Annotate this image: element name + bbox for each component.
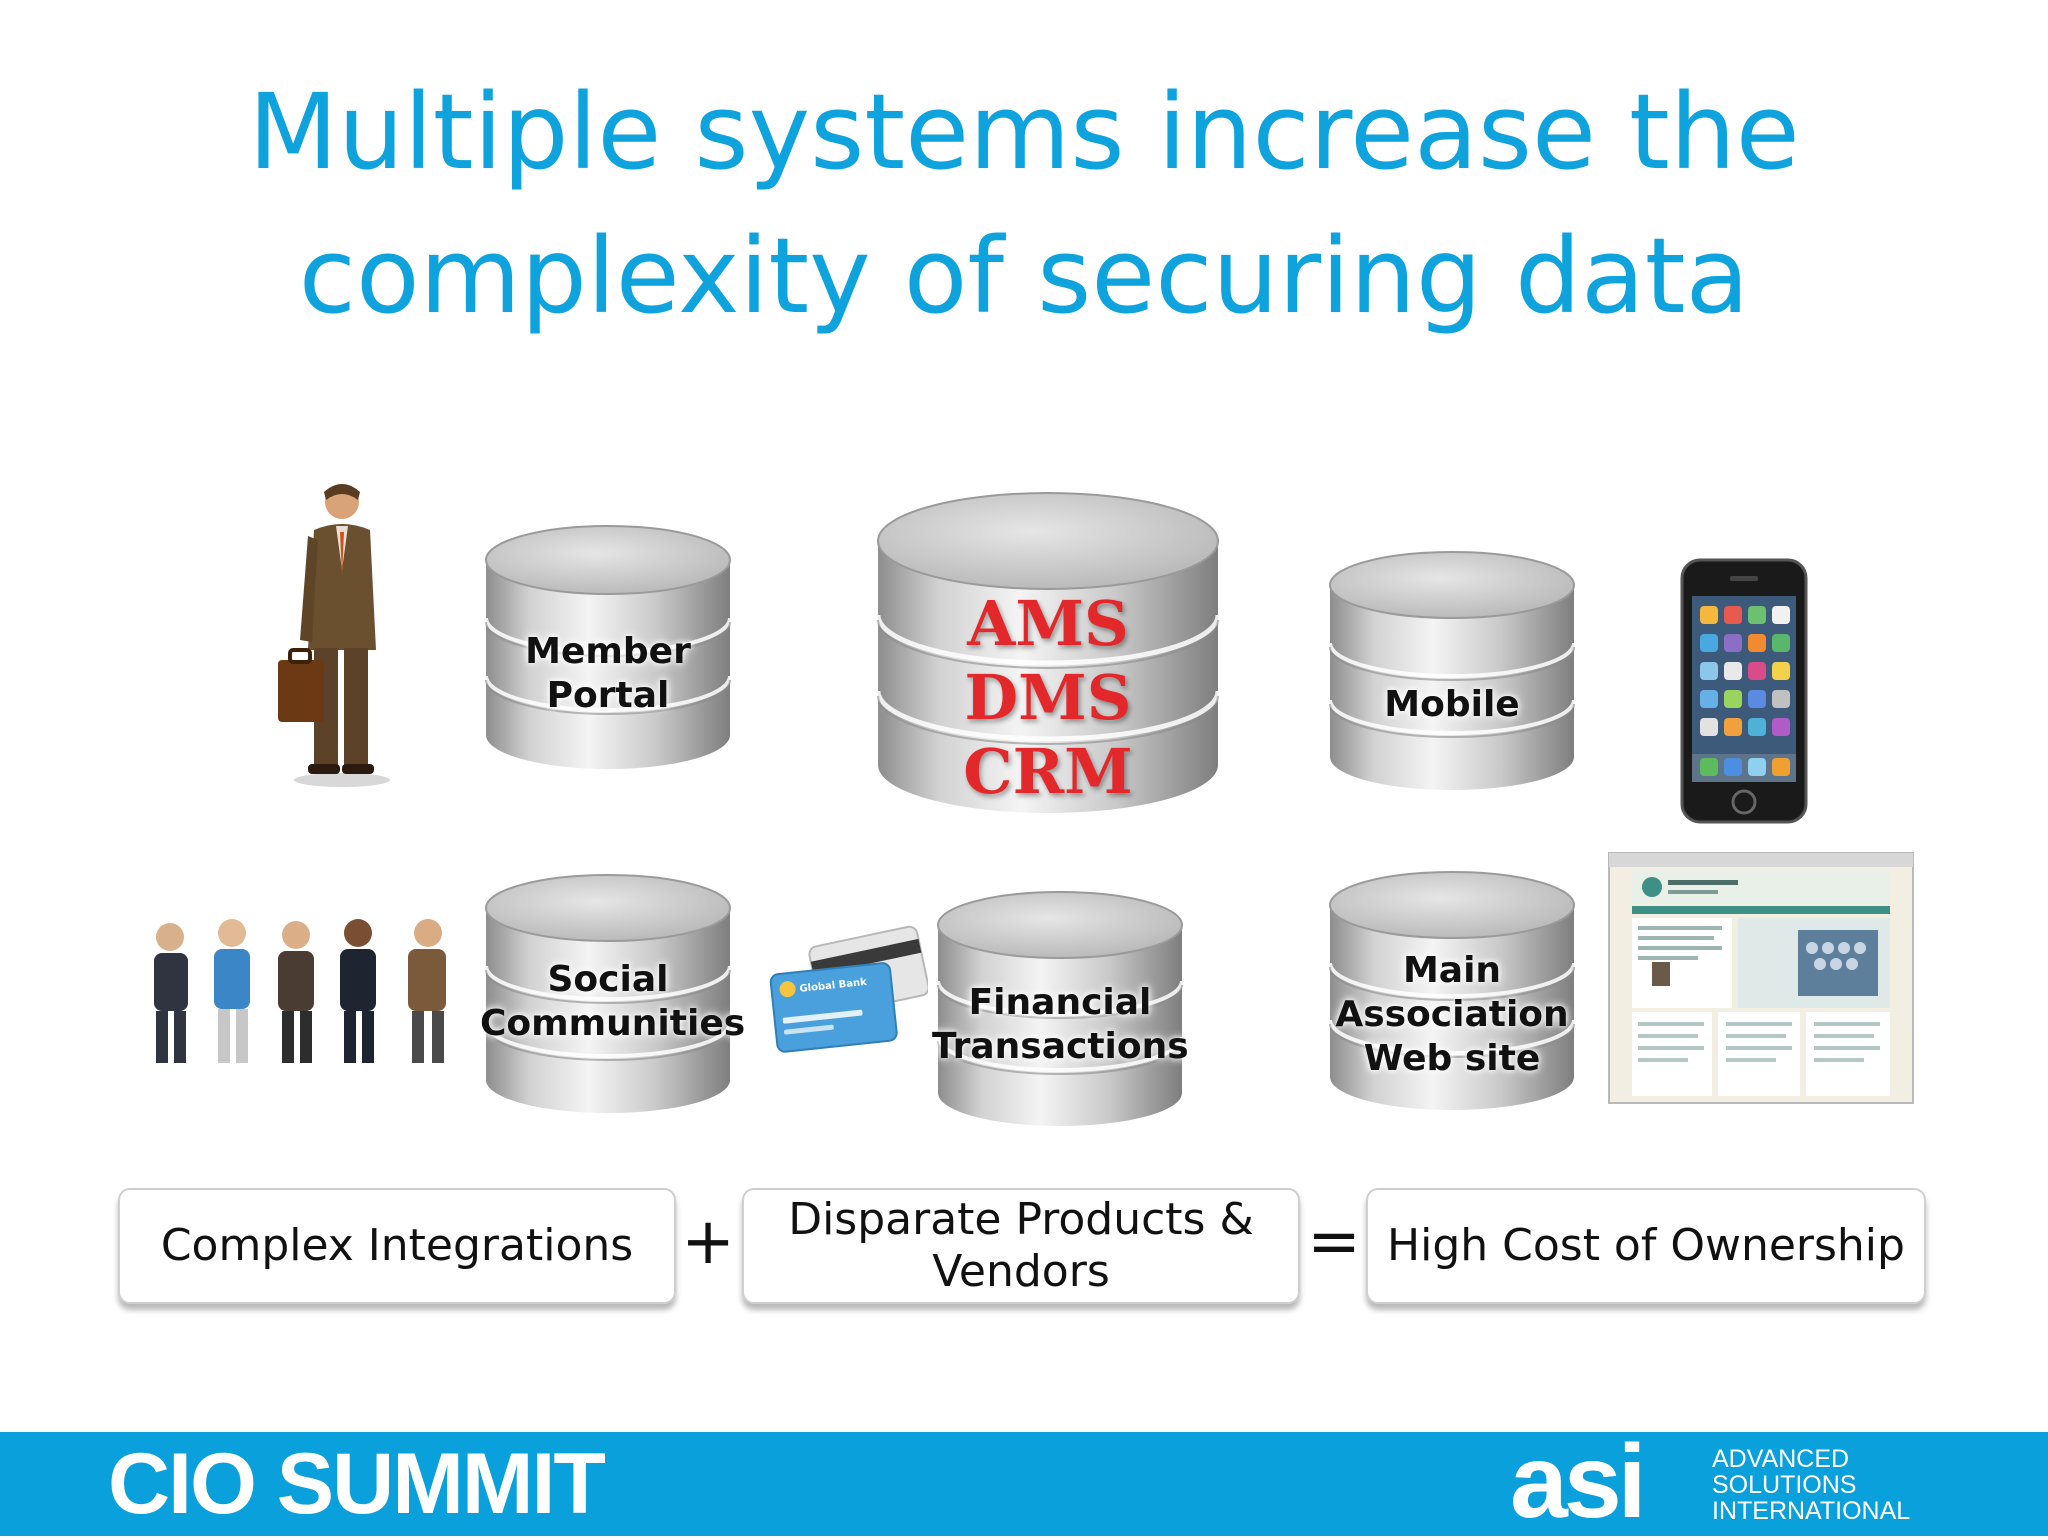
equals-sign: = [1307, 1205, 1361, 1279]
social-label-line-1: Social [547, 959, 669, 1000]
high-cost-text: High Cost of Ownership [1387, 1220, 1905, 1271]
slide-title-line-1: Multiple systems increase the [248, 71, 1800, 193]
member-portal-label-line-1: Member [525, 631, 691, 672]
smartphone-image [1680, 558, 1808, 824]
social-label-line-2: Communities [480, 1003, 746, 1044]
website-screenshot-image [1608, 852, 1914, 1104]
disparate-products-line-1: Disparate Products & [788, 1194, 1254, 1245]
complex-integrations-box: Complex Integrations [118, 1188, 676, 1304]
core-label-dms: DMS [964, 661, 1132, 734]
website-database: Main Association Web site [1324, 865, 1580, 1115]
website-label-line-1: Main [1402, 950, 1502, 991]
mobile-label: Mobile [1384, 684, 1520, 725]
disparate-products-box: Disparate Products & Vendors [742, 1188, 1300, 1304]
footer-bar: CIO SUMMIT asi ADVANCED SOLUTIONS INTERN… [0, 1424, 2048, 1540]
core-label-ams: AMS [967, 587, 1129, 660]
high-cost-box: High Cost of Ownership [1366, 1188, 1926, 1304]
website-label-line-3: Web site [1363, 1038, 1541, 1079]
plus-sign: + [681, 1205, 735, 1279]
asi-logo-mark: asi [1510, 1424, 1647, 1540]
businessman-image [272, 480, 402, 790]
financial-transactions-database: Financial Transactions [932, 885, 1189, 1130]
cio-summit-logo: CIO SUMMIT [108, 1436, 606, 1532]
ams-dms-crm-database: AMS DMS CRM [872, 485, 1224, 820]
credit-cards-image: Global Bank [768, 920, 930, 1060]
slide-title: Multiple systems increase the complexity… [0, 60, 2048, 348]
slide-title-line-2: complexity of securing data [298, 215, 1750, 337]
core-label-crm: CRM [963, 735, 1133, 808]
mobile-database: Mobile [1324, 545, 1580, 795]
logo-line-1: ADVANCED [1712, 1445, 1850, 1473]
member-portal-label-line-2: Portal [546, 675, 670, 716]
member-portal-database: Member Portal [480, 520, 736, 775]
website-label-line-2: Association [1335, 994, 1569, 1035]
waiting-people-image [142, 915, 460, 1075]
asi-logo-text: ADVANCED SOLUTIONS INTERNATIONAL [1712, 1446, 2012, 1524]
financial-label-line-1: Financial [968, 982, 1152, 1023]
financial-label-line-2: Transactions [932, 1026, 1189, 1067]
social-communities-database: Social Communities [480, 868, 746, 1118]
logo-line-3: INTERNATIONAL [1712, 1497, 1911, 1525]
disparate-products-line-2: Vendors [932, 1246, 1110, 1297]
logo-line-2: SOLUTIONS [1712, 1471, 1857, 1499]
complex-integrations-text: Complex Integrations [160, 1220, 634, 1271]
